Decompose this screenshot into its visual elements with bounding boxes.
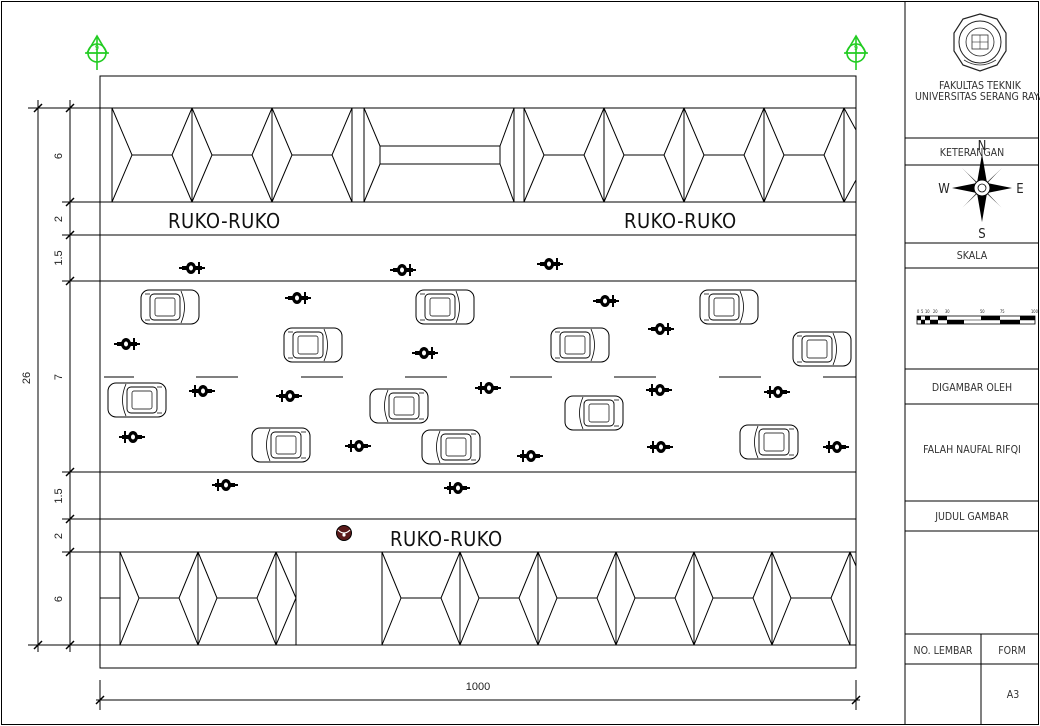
- motorcycle: [648, 323, 674, 335]
- shop-label-top-left: RUKO-RUKO: [168, 209, 281, 233]
- motorcycle: [517, 450, 543, 462]
- institution-line-1: FAKULTAS TEKNIK: [939, 80, 1022, 92]
- compass-north: N: [978, 139, 987, 154]
- grid-marker-right-label: 9: [854, 45, 858, 52]
- author-name: FALAH NAUFAL RIFQI: [923, 444, 1021, 456]
- dimension-row-3: 1.5: [53, 250, 65, 265]
- compass-south: S: [978, 227, 985, 242]
- grid-marker-right: [844, 34, 868, 70]
- motorcycle: [764, 386, 790, 398]
- shop-label-bottom: RUKO-RUKO: [390, 527, 503, 551]
- motorcycle: [444, 482, 470, 494]
- motorcycle: [276, 390, 302, 402]
- car: [792, 331, 852, 367]
- car: [107, 382, 167, 418]
- car: [421, 429, 481, 465]
- scale-ticks: 0 5 10 20 30 50 75 100: [917, 309, 1039, 314]
- no-lembar-label: NO. LEMBAR: [914, 645, 973, 657]
- motorcycle: [412, 347, 438, 359]
- motorcycle: [345, 440, 371, 452]
- motorcycle: [823, 441, 849, 453]
- compass-icon: [952, 154, 1012, 222]
- car: [283, 327, 343, 363]
- dimension-row-1: 6: [53, 153, 65, 159]
- svg-text:75: 75: [1000, 309, 1005, 314]
- motorcycle: [537, 258, 563, 270]
- motorcycle: [114, 338, 140, 350]
- motorcycle: [390, 264, 416, 276]
- motorcycle: [593, 295, 619, 307]
- form-label: FORM: [998, 645, 1026, 657]
- dimension-row-6: 2: [53, 533, 65, 539]
- dimension-row-5: 1.5: [53, 488, 65, 503]
- dimension-width: 1000: [466, 681, 490, 693]
- car: [564, 395, 624, 431]
- svg-text:30: 30: [945, 309, 950, 314]
- svg-text:10: 10: [925, 309, 930, 314]
- shop-label-top-right: RUKO-RUKO: [624, 209, 737, 233]
- svg-text:50: 50: [980, 309, 985, 314]
- paper-size: A3: [1007, 689, 1019, 701]
- compass-west: W: [938, 182, 950, 197]
- motorcycle: [647, 441, 673, 453]
- digambar-oleh-heading: DIGAMBAR OLEH: [932, 382, 1012, 394]
- judul-gambar-heading: JUDUL GAMBAR: [934, 511, 1009, 523]
- motorcycle: [119, 431, 145, 443]
- shop-flat-roof: [363, 107, 515, 203]
- grid-marker-left: [85, 34, 109, 70]
- svg-text:0: 0: [917, 309, 920, 314]
- dimension-chain-vertical: [28, 100, 100, 652]
- car: [739, 424, 799, 460]
- motorcycle: [212, 479, 238, 491]
- site-boundary: [99, 75, 857, 669]
- motorcycle: [179, 262, 205, 274]
- shop-row-bottom: [100, 551, 857, 646]
- grid-marker-left-label: 9: [95, 45, 99, 52]
- dimension-row-2: 2: [53, 216, 65, 222]
- university-logo: [953, 13, 1007, 72]
- svg-text:20: 20: [933, 309, 938, 314]
- institution-line-2: UNIVERSITAS SERANG RAYA: [915, 91, 1040, 103]
- motorcycle: [475, 382, 501, 394]
- title-block: [905, 137, 1039, 725]
- car: [251, 427, 311, 463]
- motorcycle: [189, 385, 215, 397]
- car: [369, 388, 429, 424]
- dimension-horizontal: [95, 680, 861, 710]
- dimension-row-7: 6: [53, 596, 65, 602]
- motorcycle: [646, 384, 672, 396]
- tree-icon: [336, 525, 352, 541]
- car: [140, 289, 200, 325]
- shop-row-top: [111, 107, 857, 203]
- skala-heading: SKALA: [957, 250, 988, 262]
- scale-bar: [916, 315, 1036, 325]
- dimension-total: 26: [21, 372, 33, 384]
- motorcycle: [285, 292, 311, 304]
- car: [550, 327, 610, 363]
- svg-text:100: 100: [1031, 309, 1039, 314]
- compass-east: E: [1016, 182, 1023, 197]
- svg-text:5: 5: [921, 309, 923, 314]
- dimension-row-4: 7: [53, 374, 65, 380]
- car: [415, 289, 475, 325]
- car: [699, 289, 759, 325]
- keterangan-heading: KETERANGAN: [940, 147, 1004, 159]
